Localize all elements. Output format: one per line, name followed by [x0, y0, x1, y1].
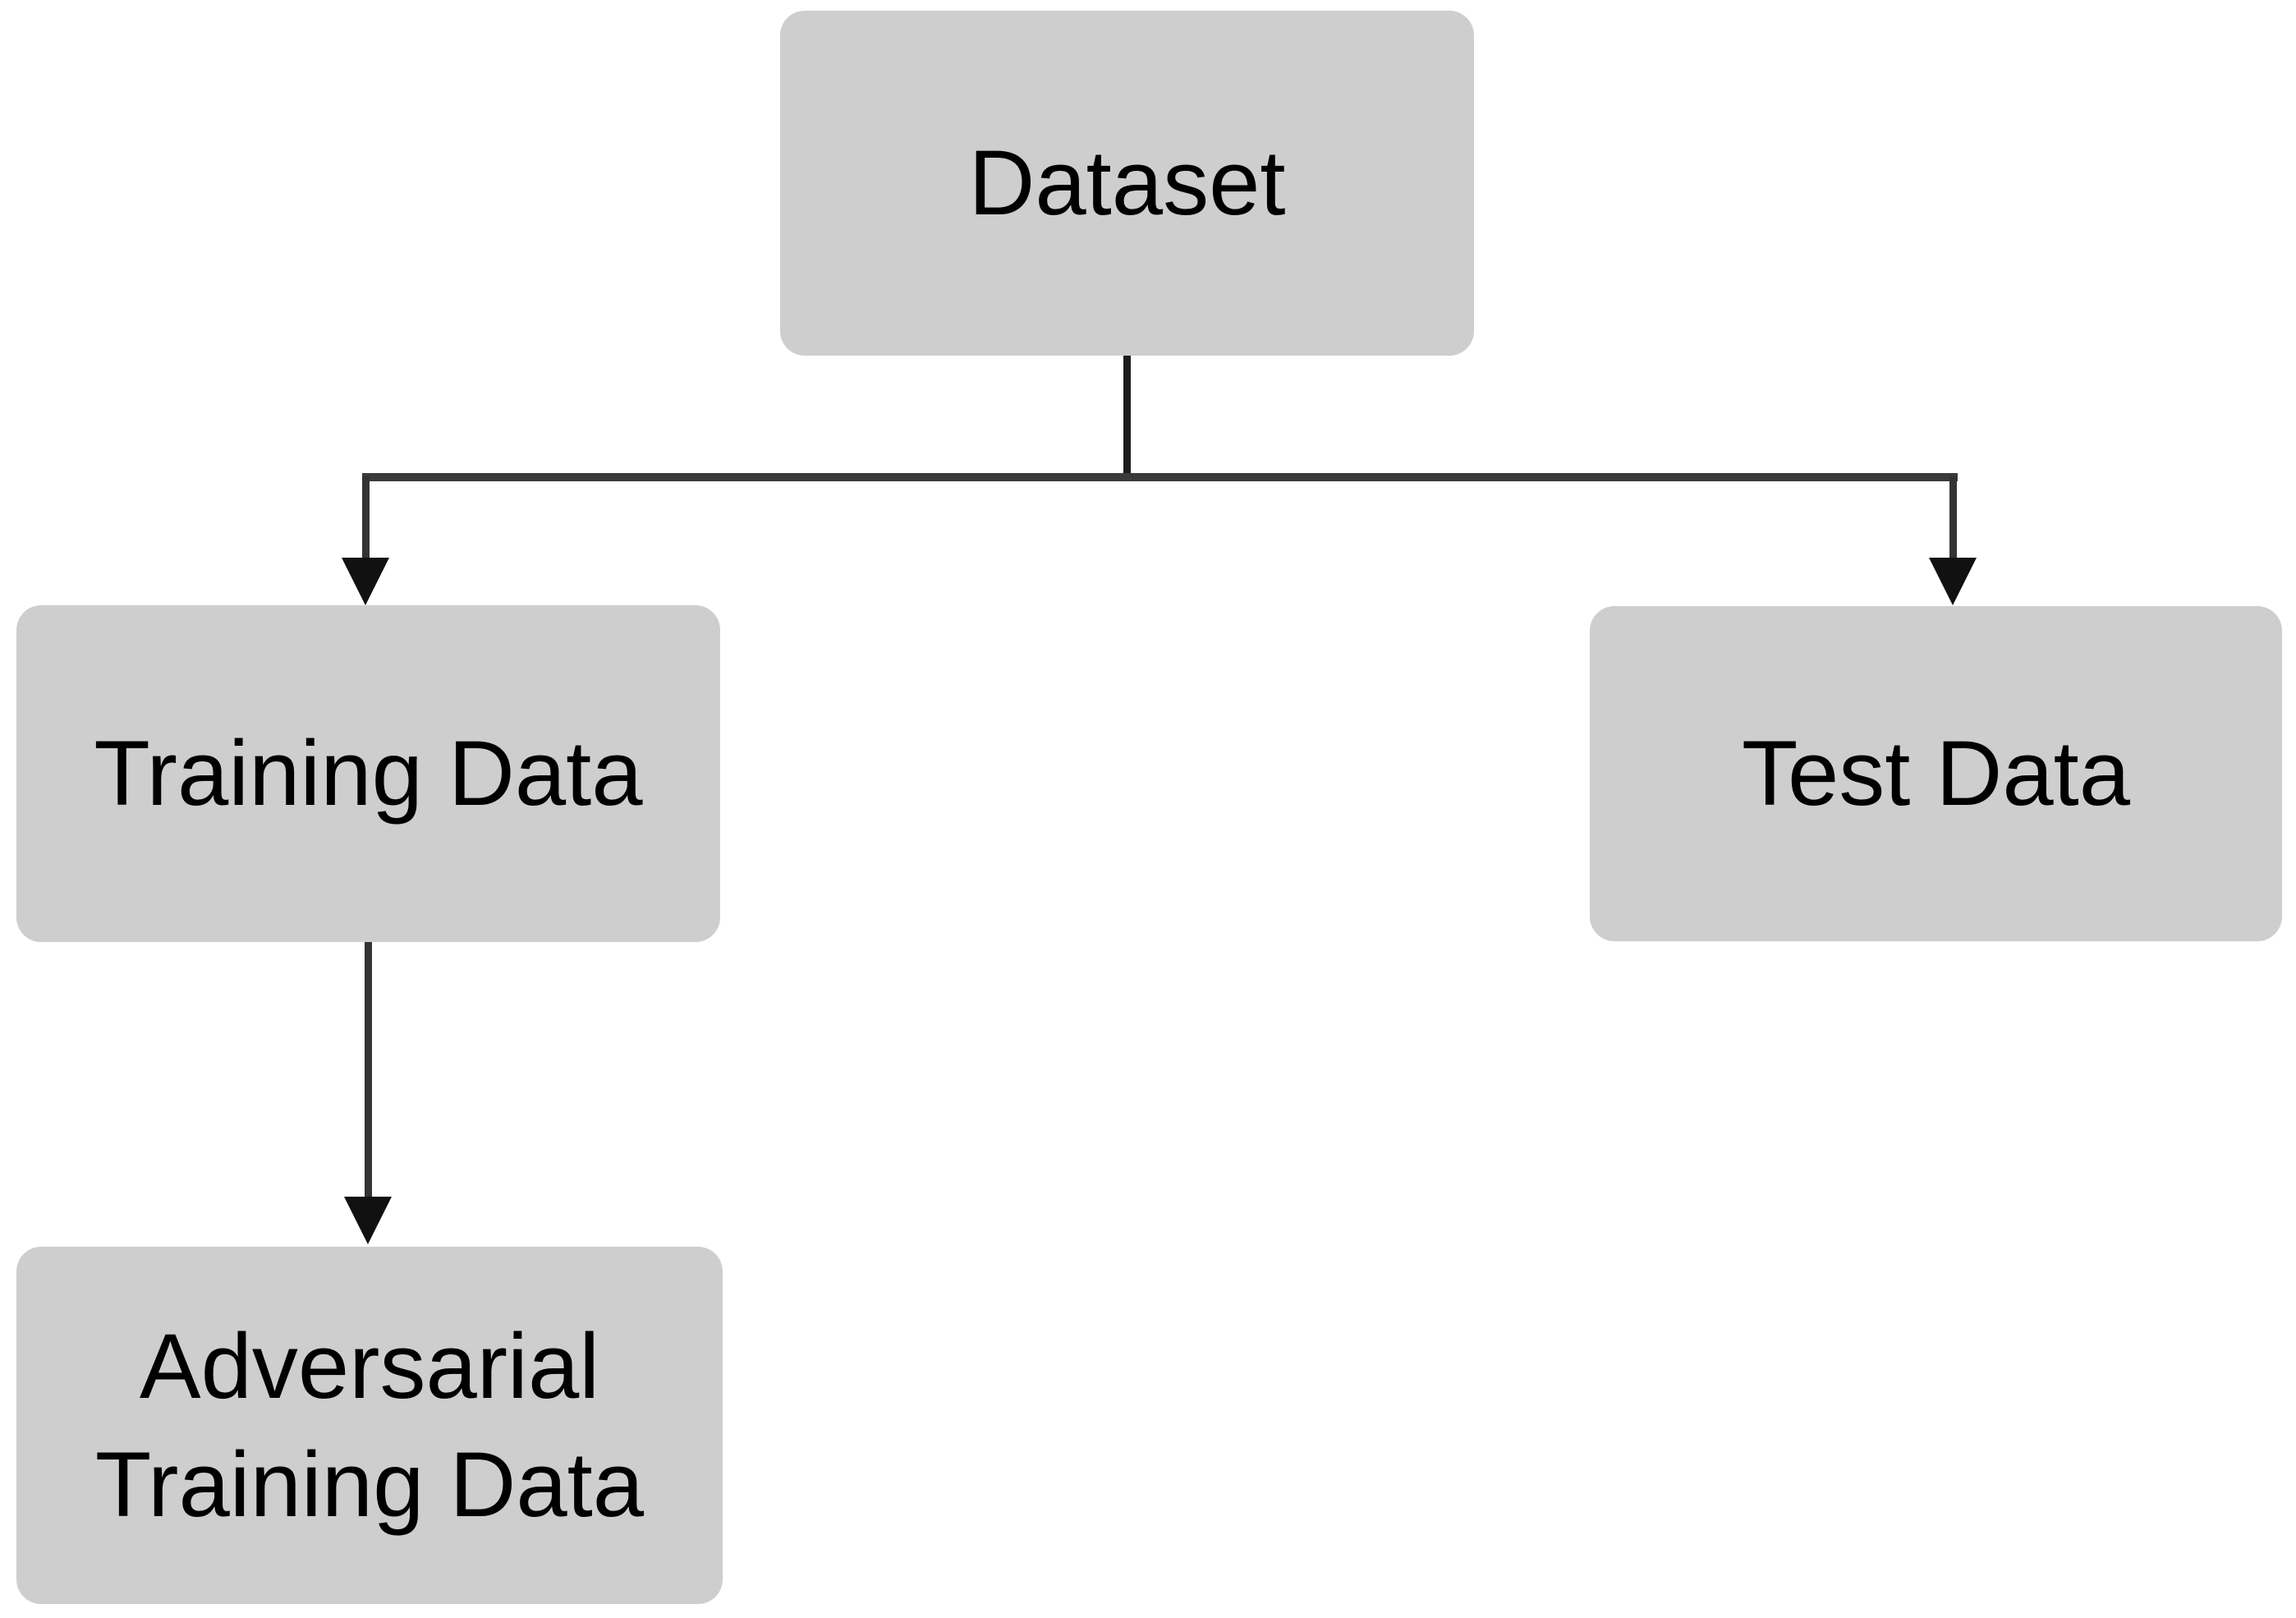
node-adversarial-training-data-label: Adversarial Training Data	[94, 1315, 645, 1536]
arrowhead-training-data	[342, 558, 389, 605]
edge-dataset-stem-line	[1123, 356, 1131, 481]
node-training-data-label: Training Data	[94, 722, 643, 825]
edge-dataset-to-training-line	[362, 476, 370, 558]
node-test-data-label: Test Data	[1741, 722, 2131, 825]
edge-branch-line	[362, 473, 1958, 481]
edge-dataset-to-test-line	[1949, 476, 1957, 558]
node-adversarial-training-data: Adversarial Training Data	[16, 1247, 723, 1604]
arrowhead-adversarial-training-data	[344, 1197, 392, 1244]
node-test-data: Test Data	[1590, 606, 2282, 941]
edge-training-to-adversarial-line	[365, 942, 372, 1198]
arrowhead-test-data	[1929, 558, 1977, 605]
node-dataset: Dataset	[780, 11, 1474, 356]
node-dataset-label: Dataset	[968, 131, 1286, 235]
node-training-data: Training Data	[16, 605, 720, 942]
